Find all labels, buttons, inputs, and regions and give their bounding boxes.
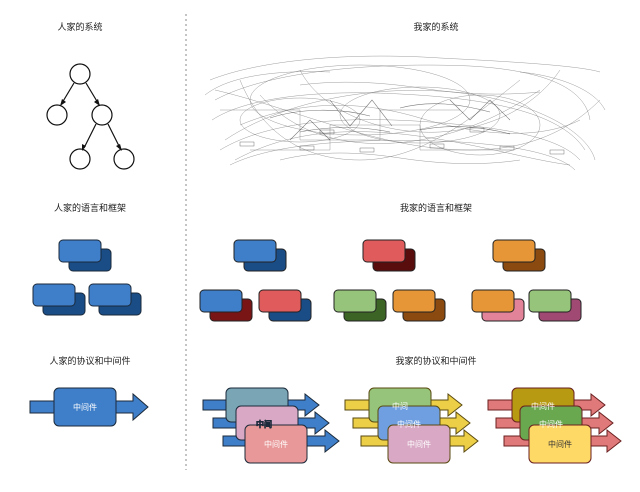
right-group-2-label-back: 中间 bbox=[392, 401, 408, 411]
left-language-blocks bbox=[32, 239, 142, 316]
left-protocol: 中间件 bbox=[29, 387, 149, 427]
right-protocol-title: 我家的协议和中间件 bbox=[395, 355, 476, 367]
left-middleware-box bbox=[53, 387, 117, 427]
tree-node-right-right bbox=[113, 148, 135, 170]
tangled-system-dense bbox=[269, 99, 511, 141]
tree-node-right bbox=[91, 104, 113, 126]
tangled-system bbox=[204, 55, 606, 171]
right-group-3-label: 中间件 bbox=[548, 439, 572, 449]
tree-node-right-left bbox=[69, 148, 91, 170]
left-middleware-label: 中间件 bbox=[73, 402, 97, 412]
right-protocol-group-2: 中间 中间件 中间件 bbox=[344, 387, 479, 464]
right-group-1-label-back: 中间 bbox=[256, 419, 272, 429]
right-group-3-label-mid: 中间件 bbox=[539, 419, 563, 429]
left-system-title: 人家的系统 bbox=[57, 21, 102, 33]
binary-tree bbox=[46, 63, 135, 170]
tree-node-root bbox=[69, 63, 91, 85]
right-group-2-label: 中间件 bbox=[407, 439, 431, 449]
right-protocol-group-3: 中间件 中间件 中间件 bbox=[487, 387, 622, 464]
tree-arrowheads bbox=[60, 99, 122, 151]
right-language-blocks bbox=[199, 239, 582, 322]
right-group-1-label: 中间件 bbox=[264, 439, 288, 449]
right-group-2-label-mid: 中间件 bbox=[397, 419, 421, 429]
tangled-system-labels bbox=[239, 127, 565, 155]
right-language-title: 我家的语言和框架 bbox=[400, 202, 472, 214]
left-protocol-title: 人家的协议和中间件 bbox=[49, 355, 130, 367]
left-language-title: 人家的语言和框架 bbox=[54, 202, 126, 214]
tree-node-left bbox=[46, 104, 68, 126]
right-protocol-group-1: 中间 中间件 bbox=[202, 387, 340, 464]
right-system-title: 我家的系统 bbox=[413, 21, 458, 33]
right-group-3-label-back: 中间件 bbox=[531, 401, 555, 411]
